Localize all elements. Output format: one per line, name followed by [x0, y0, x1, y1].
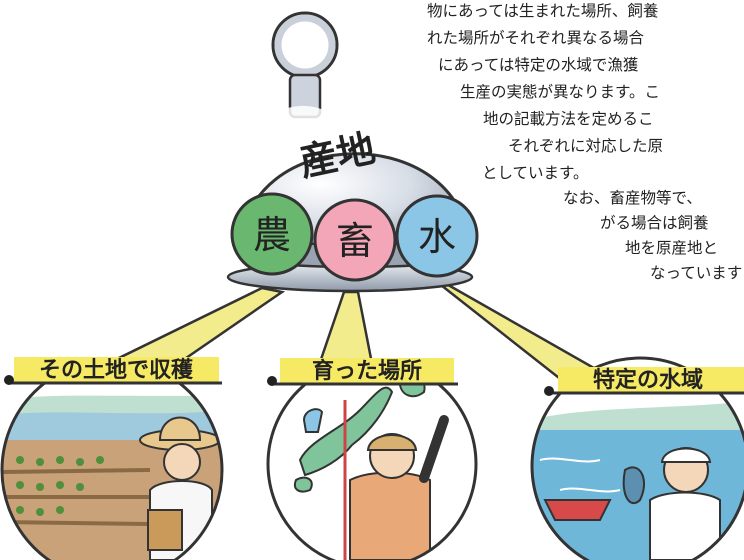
text-line-9: がる場合は飼養 [600, 214, 709, 232]
text-line-4: 生産の実態が異なります。こ [460, 83, 660, 101]
category-livestock-char: 畜 [336, 219, 374, 263]
panel-farm [0, 358, 224, 560]
category-fish-char: 水 [418, 215, 456, 259]
panel-label-farm-text: その土地で収穫 [39, 357, 194, 383]
text-line-2: れた場所がそれぞれ異なる場合 [427, 29, 645, 47]
panel-label-map-text: 育った場所 [312, 358, 422, 384]
panel-label-sea: 特定の水域 [544, 367, 744, 396]
text-line-5: 地の記載方法を定めるこ [483, 110, 654, 128]
panel-map [266, 358, 478, 560]
pin-dot [544, 386, 554, 396]
text-line-8: なお、畜産物等で、 [563, 189, 702, 207]
text-line-7: としています。 [482, 164, 589, 182]
category-agri-char: 農 [253, 213, 291, 257]
category-circle-fish: 水 [395, 194, 479, 278]
text-line-10: 地を原産地と [625, 239, 719, 257]
pin-dot [4, 375, 14, 385]
text-line-3: にあっては特定の水域で漁獲 [438, 56, 639, 74]
text-line-6: それぞれに対応した原 [508, 137, 664, 155]
category-circle-agri: 農 [230, 192, 314, 276]
panel-label-farm: その土地で収穫 [4, 357, 222, 385]
panel-label-map: 育った場所 [267, 358, 458, 386]
text-line-11: なっています [650, 264, 743, 282]
pin-dot [267, 376, 277, 386]
category-circle-livestock: 畜 [313, 198, 397, 282]
text-line-1: 物にあっては生まれた場所、飼養 [427, 2, 659, 20]
panel-label-sea-text: 特定の水域 [593, 367, 703, 393]
dome-handle [271, 11, 339, 79]
